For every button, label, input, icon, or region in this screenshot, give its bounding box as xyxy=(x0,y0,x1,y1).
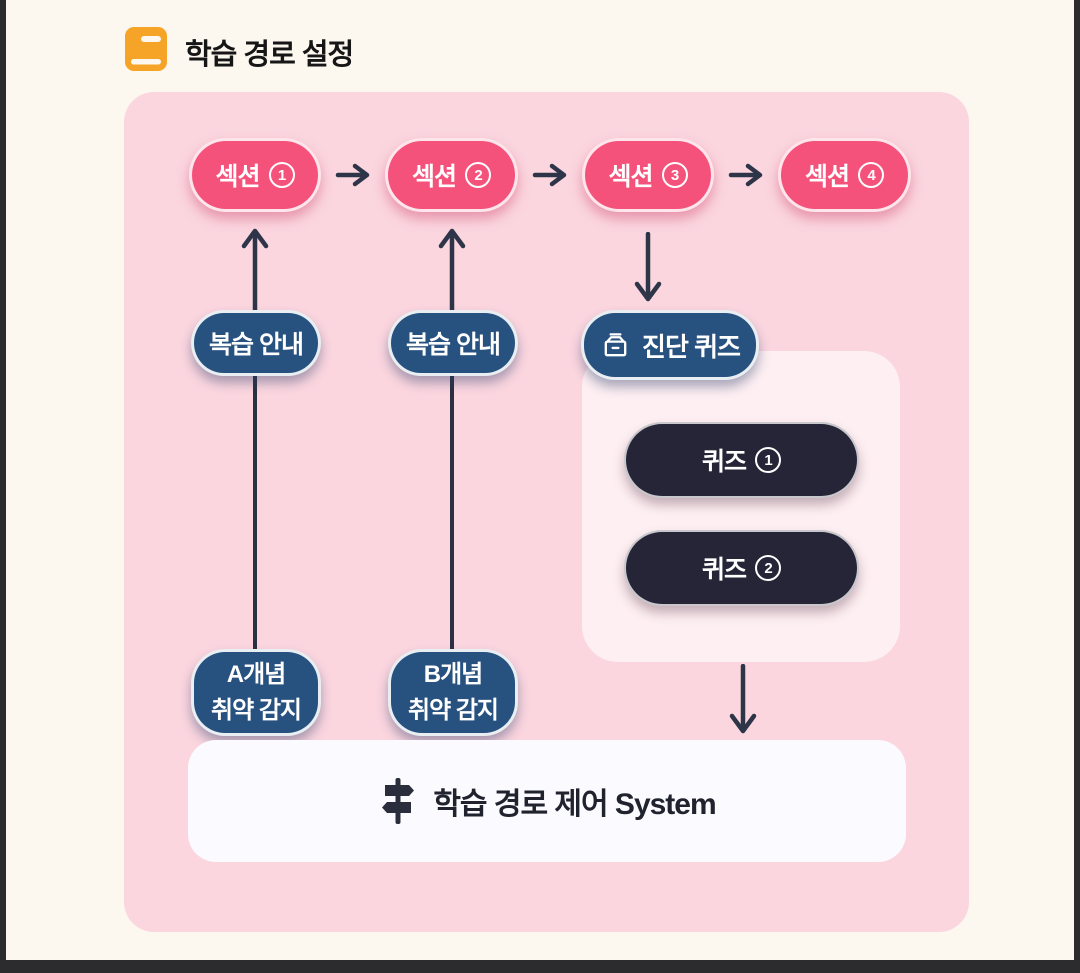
arrow-right-icon xyxy=(728,162,764,188)
arrow-down-icon xyxy=(633,231,663,304)
section-label: 섹션 xyxy=(804,163,850,191)
arrow-right-icon xyxy=(532,162,568,188)
section-number-badge: 2 xyxy=(465,162,491,188)
detect-line2: 취약 감지 xyxy=(408,696,499,724)
connector-line xyxy=(450,370,454,654)
arrow-up-icon xyxy=(437,226,467,313)
detect-line1: B개념 xyxy=(423,660,483,688)
review-guide-pill: 복습 안내 xyxy=(388,310,518,376)
quiz-panel xyxy=(582,351,900,662)
book-icon xyxy=(124,26,168,77)
signpost-icon xyxy=(378,777,418,825)
section-label: 섹션 xyxy=(411,163,457,191)
page-canvas: 학습 경로 설정 섹션 1 xyxy=(6,0,1074,960)
path-control-system-bar: 학습 경로 제어 System xyxy=(188,740,906,862)
section-number-badge: 3 xyxy=(661,162,688,188)
section-label: 섹션 xyxy=(608,163,653,191)
section-label: 섹션 xyxy=(215,163,260,191)
review-guide-pill: 복습 안내 xyxy=(191,310,321,376)
review-guide-label: 복습 안내 xyxy=(209,331,304,359)
quiz-number-badge: 1 xyxy=(755,447,781,473)
diagnosis-quiz-pill: 진단 퀴즈 xyxy=(581,310,759,380)
quiz-pill-2: 퀴즈 2 xyxy=(624,530,859,606)
section-pill-1: 섹션 1 xyxy=(189,138,321,212)
arrow-down-icon xyxy=(728,663,758,736)
section-pill-4: 섹션 4 xyxy=(778,138,911,212)
arrow-up-icon xyxy=(240,226,270,313)
section-pill-3: 섹션 3 xyxy=(582,138,714,212)
section-number-badge: 4 xyxy=(858,162,884,188)
page-header: 학습 경로 설정 xyxy=(124,26,354,77)
detect-line1: A개념 xyxy=(226,660,286,688)
detect-line2: 취약 감지 xyxy=(211,696,302,724)
system-bar-label: 학습 경로 제어 System xyxy=(433,788,716,821)
quiz-pill-1: 퀴즈 1 xyxy=(624,422,859,498)
diagnosis-quiz-label: 진단 퀴즈 xyxy=(642,331,741,362)
archive-icon xyxy=(600,330,631,361)
arrow-right-icon xyxy=(335,162,371,188)
section-number-badge: 1 xyxy=(268,162,295,188)
concept-b-detect-pill: B개념 취약 감지 xyxy=(388,649,518,736)
quiz-label: 퀴즈 xyxy=(701,448,747,476)
quiz-number-badge: 2 xyxy=(755,555,781,581)
connector-line xyxy=(253,370,257,654)
review-guide-label: 복습 안내 xyxy=(406,331,501,359)
quiz-label: 퀴즈 xyxy=(701,556,747,584)
page-title: 학습 경로 설정 xyxy=(185,38,354,71)
section-pill-2: 섹션 2 xyxy=(385,138,518,212)
concept-a-detect-pill: A개념 취약 감지 xyxy=(191,649,321,736)
